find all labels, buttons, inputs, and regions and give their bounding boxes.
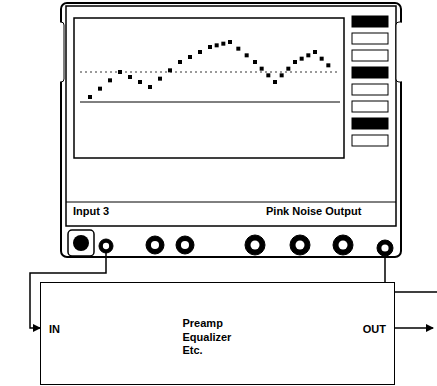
jack-label: Pink Noise Output	[265, 205, 362, 217]
box-title: Preamp Equalizer Etc.	[183, 317, 253, 358]
analyzer-illustration	[60, 2, 402, 258]
output-wire	[395, 327, 433, 329]
process-box: IN Preamp Equalizer Etc. OUT	[40, 282, 395, 385]
analyzer-device: Input 3 Pink Noise Output	[60, 2, 402, 258]
port-label: IN	[49, 323, 60, 335]
port-label: OUT	[363, 323, 386, 335]
jack-label: Input 3	[72, 205, 110, 217]
